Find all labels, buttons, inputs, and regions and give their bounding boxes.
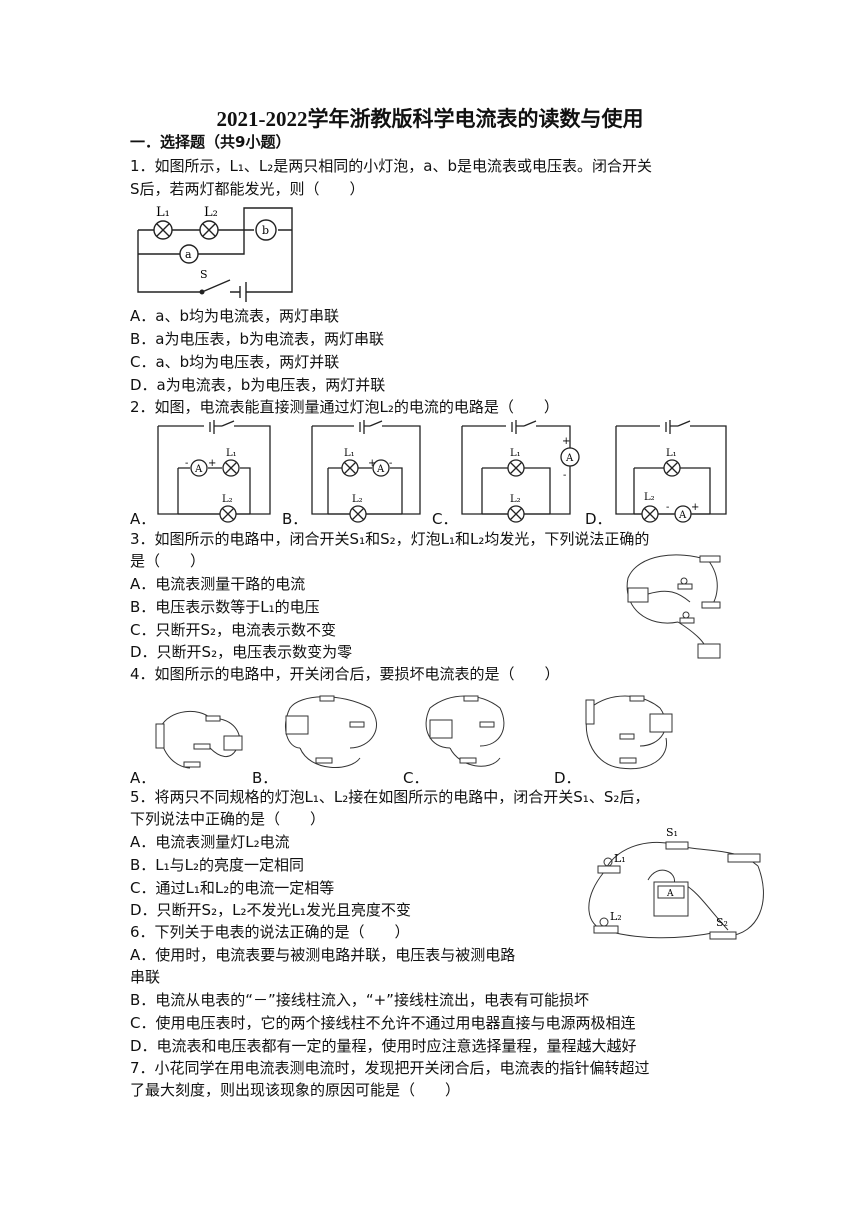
q1-L1-label: L₁ — [156, 205, 170, 220]
q4-label-b: B． — [252, 769, 278, 787]
q5-stem-line2: 下列说法中正确的是（ ） — [130, 810, 326, 828]
q5-S1-label: S₁ — [666, 826, 678, 839]
q2d-L1: L₁ — [666, 448, 677, 459]
q2-label-b: B． — [282, 510, 308, 528]
q1-circuit-diagram: L₁ L₂ a b S — [137, 205, 293, 302]
q5-L1-label: L₁ — [614, 852, 626, 865]
q1-option-b: B．a为电压表，b为电流表，两灯串联 — [130, 330, 385, 348]
q3-stem-line1: 3．如图所示的电路中，闭合开关S₁和S₂，灯泡L₁和L₂均发光，下列说法正确的 — [130, 530, 650, 548]
q6-stem: 6．下列关于电表的说法正确的是（ ） — [130, 923, 410, 941]
q2d-plus: + — [691, 502, 699, 513]
q2b-minus: - — [389, 458, 392, 469]
q2-label-d: D． — [585, 510, 612, 528]
q5-L2-label: L₂ — [610, 910, 622, 923]
q2c-L2: L₂ — [510, 494, 521, 505]
q6-option-d: D．电流表和电压表都有一定的量程，使用时应注意选择量程，量程越大越好 — [130, 1037, 637, 1055]
q5-option-d: D．只断开S₂，L₂不发光L₁发光且亮度不变 — [130, 901, 411, 919]
q2c-ammeter-label: A — [565, 453, 574, 464]
q2b-L2: L₂ — [352, 494, 363, 505]
q3-apparatus-drawing — [626, 554, 721, 659]
q2a-L1: L₁ — [226, 448, 237, 459]
q1-switch-label: S — [200, 268, 208, 281]
q3-option-d: D．只断开S₂，电压表示数变为零 — [130, 643, 353, 661]
q6-option-b: B．电流从电表的“－”接线柱流入，“+”接线柱流出，电表有可能损坏 — [130, 991, 589, 1009]
q2a-ammeter-label: A — [194, 464, 203, 475]
q5-ammeter-label: A — [666, 889, 674, 899]
q5-stem-line1: 5．将两只不同规格的灯泡L₁、L₂接在如图所示的电路中，闭合开关S₁、S₂后， — [130, 788, 650, 806]
q2a-plus: + — [208, 458, 216, 469]
q1-stem-line2: S后，若两灯都能发光，则（ ） — [130, 180, 365, 198]
q2b-plus: + — [368, 458, 376, 469]
q2a-L2: L₂ — [222, 494, 233, 505]
q2c-minus: - — [563, 470, 566, 481]
q1-option-d: D．a为电流表，b为电压表，两灯并联 — [130, 376, 386, 394]
q5-option-c: C．通过L₁和L₂的电流一定相等 — [130, 879, 335, 897]
q7-stem-line2: 了最大刻度，则出现该现象的原因可能是（ ） — [130, 1081, 461, 1099]
q2-circuit-options: A - + L₁ L₂ A + - L₁ L₂ A + - L₁ L₂ A - … — [157, 420, 727, 523]
q1-meter-b-label: b — [262, 224, 269, 237]
q2c-L1: L₁ — [510, 448, 521, 459]
q2-stem: 2．如图，电流表能直接测量通过灯泡L₂的电流的电路是（ ） — [130, 398, 559, 416]
q2b-L1: L₁ — [344, 448, 355, 459]
q4-apparatus-options — [155, 695, 673, 770]
q4-stem: 4．如图所示的电路中，开关闭合后，要损坏电流表的是（ ） — [130, 665, 560, 683]
q1-meter-a-label: a — [185, 248, 192, 261]
q2c-plus: + — [562, 436, 570, 447]
q1-option-c: C．a、b均为电压表，两灯并联 — [130, 353, 340, 371]
q3-option-b: B．电压表示数等于L₁的电压 — [130, 598, 320, 616]
q2-label-c: C． — [432, 510, 458, 528]
q1-L2-label: L₂ — [204, 205, 218, 220]
q1-option-a: A．a、b均为电流表，两灯串联 — [130, 307, 339, 325]
q5-option-a: A．电流表测量灯L₂电流 — [130, 833, 290, 851]
q4-label-d: D． — [554, 769, 581, 787]
q4-label-c: C． — [403, 769, 429, 787]
q2a-minus: - — [185, 458, 188, 469]
q6-option-a-line2: 串联 — [130, 968, 161, 986]
q2b-ammeter-label: A — [376, 464, 385, 475]
q5-S2-label: S₂ — [716, 916, 728, 929]
q7-stem-line1: 7．小花同学在用电流表测电流时，发现把开关闭合后，电流表的指针偏转超过 — [130, 1059, 650, 1077]
q2d-ammeter-label: A — [678, 510, 687, 521]
q6-option-a-line1: A．使用时，电流表要与被测电路并联，电压表与被测电路 — [130, 946, 516, 964]
q3-stem-line2: 是（ ） — [130, 552, 206, 570]
q2-label-a: A． — [130, 510, 156, 528]
q2d-minus: - — [666, 502, 669, 513]
q3-option-a: A．电流表测量干路的电流 — [130, 575, 306, 593]
section-heading: 一．选择题（共9小题） — [130, 133, 291, 151]
page-title: 2021-2022学年浙教版科学电流表的读数与使用 — [216, 107, 644, 131]
q4-label-a: A． — [130, 769, 156, 787]
q1-stem-line1: 1．如图所示，L₁、L₂是两只相同的小灯泡，a、b是电流表或电压表。闭合开关 — [130, 157, 653, 175]
q2d-L2: L₂ — [644, 492, 655, 503]
q5-option-b: B．L₁与L₂的亮度一定相同 — [130, 856, 305, 874]
q3-option-c: C．只断开S₂，电流表示数不变 — [130, 621, 337, 639]
q6-option-c: C．使用电压表时，它的两个接线柱不允许不通过用电器直接与电源两极相连 — [130, 1014, 636, 1032]
q5-apparatus-drawing: S₁ L₁ A L₂ S₂ — [588, 826, 764, 940]
